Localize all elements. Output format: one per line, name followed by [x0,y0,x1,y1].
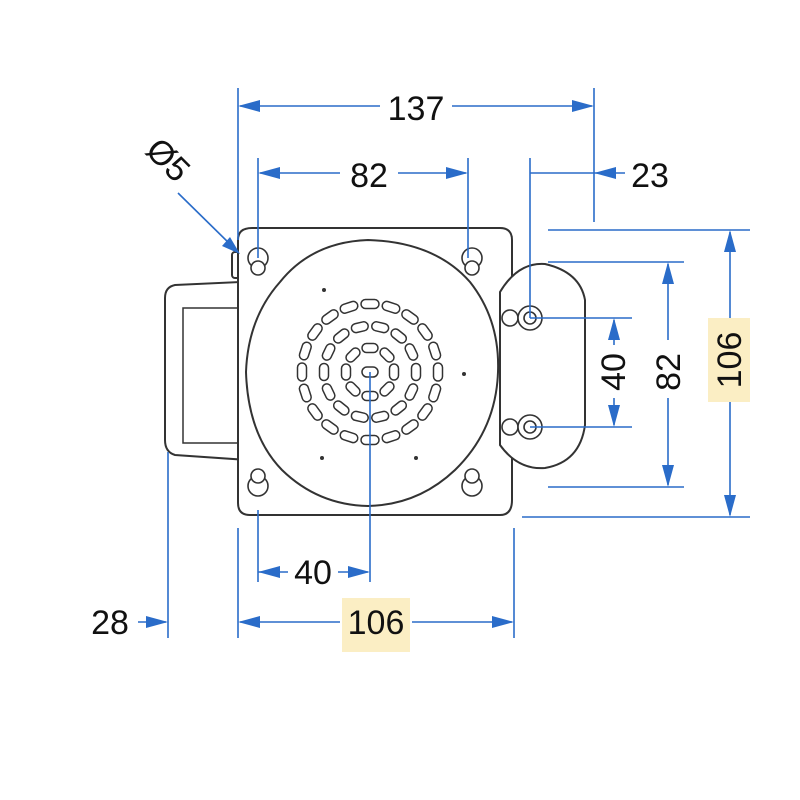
marker-dot [320,456,324,460]
vent-slot-pattern [296,288,466,460]
vent-slot [401,309,419,325]
dim-height-inner: 82 [650,353,688,391]
vent-slot [345,347,361,363]
vent-slot [410,362,422,382]
vent-slot [379,347,395,363]
vent-slot [428,341,442,361]
dimension-labels: 137 82 23 Ø5 40 28 106 40 82 106 [91,90,749,642]
vent-slot [321,383,336,401]
vent-slot [379,381,395,397]
vent-slot [345,381,361,397]
vent-slot [432,362,444,382]
marker-dot [322,288,326,292]
vent-slot [339,300,359,314]
mount-hole-top-right [461,247,483,276]
mount-hole-bottom-left [247,468,269,497]
vent-slot [390,400,408,416]
mount-hole-top-left [247,247,269,276]
brake-pedal [164,280,250,462]
vent-slot [404,343,419,361]
vent-slot [332,328,350,344]
dim-overall-width: 137 [388,90,445,128]
vent-slot [371,410,390,423]
highlight-height-overall [708,318,750,402]
vent-slot [371,321,390,334]
dimension-lines [138,88,750,638]
mount-hole-bottom-right [461,468,483,497]
dim-mount-hole-spacing: 40 [294,554,332,592]
vent-slot [318,362,330,382]
vent-slot [428,383,442,403]
vent-slot [332,400,350,416]
vent-slot [339,430,359,444]
vent-slot [381,430,401,444]
vent-slot [417,323,433,341]
dim-hole-diameter: Ø5 [138,131,197,190]
vent-slot [360,298,380,310]
vent-slot [381,300,401,314]
vent-slot [298,383,312,403]
vent-slot [298,341,312,361]
dim-hole-spacing-x: 82 [350,157,388,195]
swivel-housing [499,262,586,470]
vent-slot [401,419,419,435]
vent-slot [350,321,369,334]
vent-slot [321,309,339,325]
marker-dot [462,372,466,376]
dim-handle-width: 28 [91,604,129,642]
vent-slot [390,328,408,344]
vent-slot [417,403,433,421]
caster-top-view [164,227,586,516]
dim-offset-right: 23 [631,157,669,195]
vent-slot [321,343,336,361]
vent-slot [404,383,419,401]
vent-slot [307,323,323,341]
vent-slot [307,403,323,421]
vent-slot [321,419,339,435]
vent-slot [350,410,369,423]
highlight-base-width [342,598,410,652]
vent-slot [296,362,308,382]
vent-slot [340,363,352,381]
dim-base-width: 106 [348,604,405,642]
dim-height-overall: 106 [711,332,749,389]
vent-slot [361,342,379,354]
marker-dot [414,456,418,460]
vent-slot [388,363,400,381]
dim-center-offset: 40 [595,353,633,391]
